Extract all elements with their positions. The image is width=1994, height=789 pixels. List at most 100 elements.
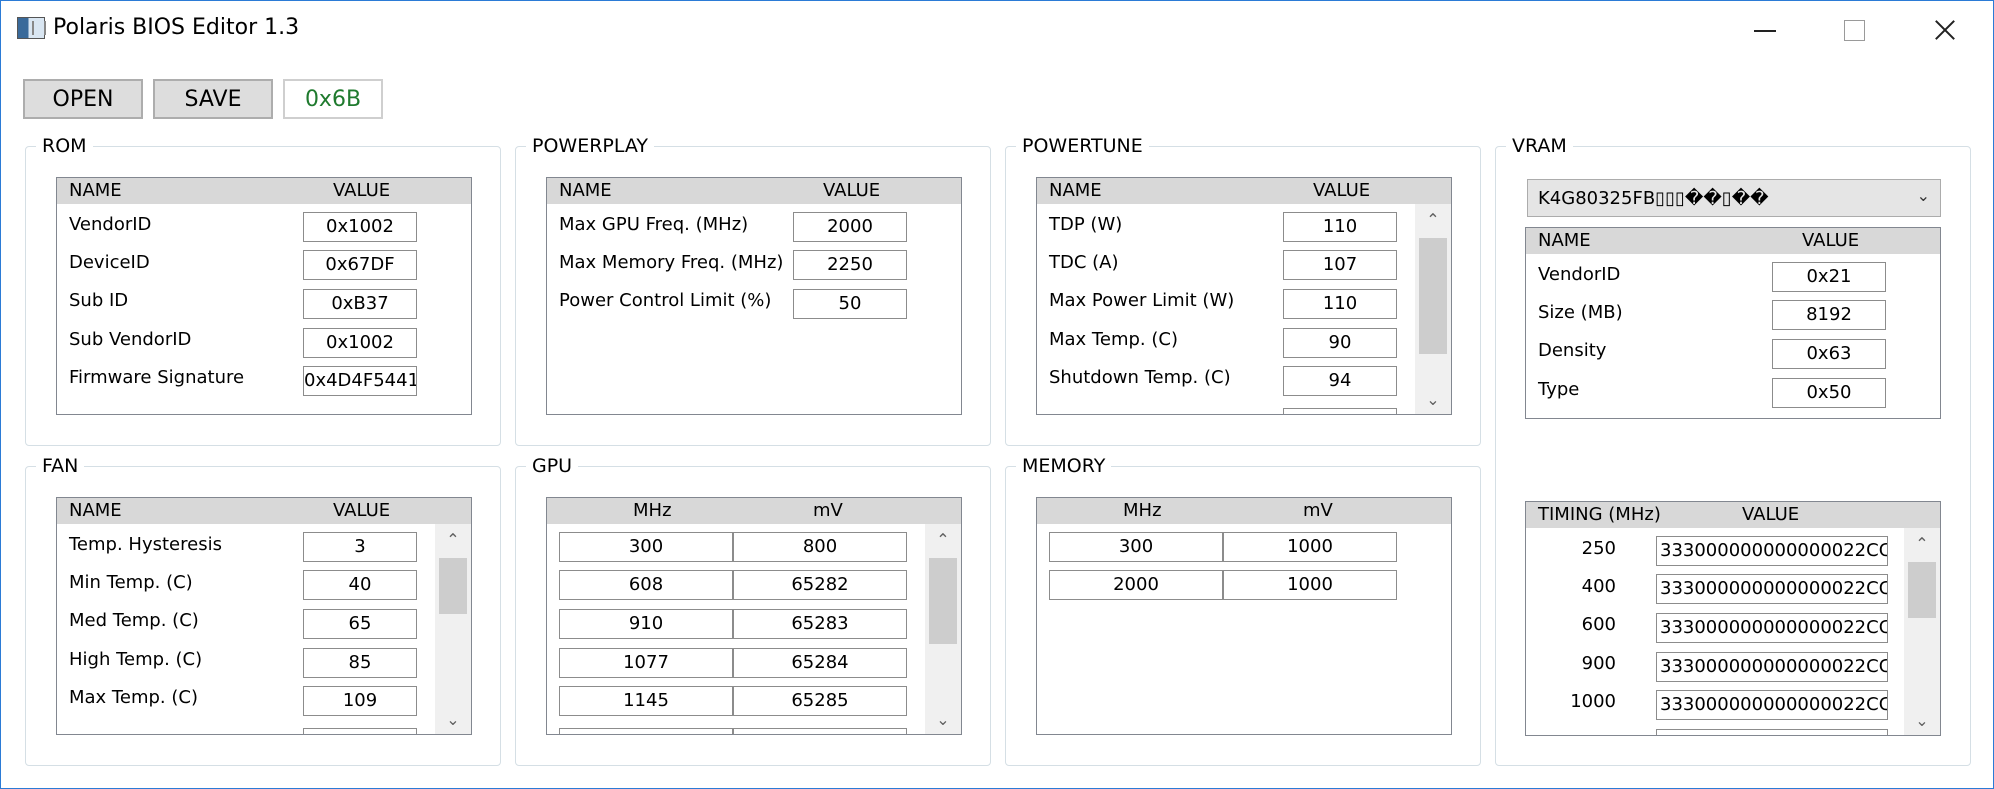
gpu-mhz-input[interactable]: 910 <box>559 609 733 639</box>
timing-strap-input[interactable]: 333000000000000022CC1 <box>1656 574 1888 604</box>
save-button[interactable]: SAVE <box>153 79 273 119</box>
maximize-button[interactable] <box>1807 1 1899 59</box>
powerplay-header-name: NAME <box>559 180 612 201</box>
timing-mhz: 1000 <box>1570 691 1616 712</box>
timing-row: 900 <box>1526 649 1616 679</box>
timing-strap-input[interactable]: 333000000000000022CC1 <box>1656 652 1888 682</box>
timing-strap-input[interactable]: 333000000000000022CC1 <box>1656 690 1888 720</box>
scrollbar-thumb[interactable] <box>1419 238 1447 354</box>
vram-selected-value: K4G80325FB▯▯▯��▯�� <box>1538 188 1769 209</box>
vram-grid: NAME VALUE VendorID 0x21 Size (MB) 8192 … <box>1525 227 1941 419</box>
gpu-header-mv: mV <box>813 500 843 521</box>
vram-header-value: VALUE <box>1802 230 1860 251</box>
tdc-input[interactable]: 107 <box>1283 250 1397 280</box>
gpu-mhz-input[interactable]: 1145 <box>559 686 733 716</box>
powerplay-grid: NAME VALUE Max GPU Freq. (MHz) 2000 Max … <box>546 177 962 415</box>
gpu-mhz-input[interactable]: 608 <box>559 570 733 600</box>
chevron-down-icon[interactable]: ⌄ <box>936 709 950 729</box>
scrollbar-thumb[interactable] <box>1908 562 1936 618</box>
rom-group-title: ROM <box>36 134 93 158</box>
memory-header-mv: mV <box>1303 500 1333 521</box>
vram-size-input[interactable]: 8192 <box>1772 300 1886 330</box>
rom-header-name: NAME <box>69 180 122 201</box>
rom-subvendorid-input[interactable]: 0x1002 <box>303 328 417 358</box>
chevron-down-icon[interactable]: ⌄ <box>446 709 460 729</box>
scrollbar-thumb[interactable] <box>439 558 467 614</box>
memory-mhz-input[interactable]: 2000 <box>1049 570 1223 600</box>
rom-firmware-input[interactable]: 0x4D4F5441 <box>303 366 417 396</box>
max-gpu-freq-input[interactable]: 2000 <box>793 212 907 242</box>
vram-grid-header: NAME VALUE <box>1526 228 1940 254</box>
fan-label: High Temp. (C) <box>69 649 203 670</box>
vram-group-title: VRAM <box>1506 134 1573 158</box>
chevron-up-icon[interactable]: ⌃ <box>1915 533 1929 553</box>
rom-deviceid-input[interactable]: 0x67DF <box>303 250 417 280</box>
rom-header-value: VALUE <box>333 180 391 201</box>
memory-group: MEMORY MHz mV 300 1000 2000 1000 <box>1005 454 1481 766</box>
rom-vendorid-input[interactable]: 0x1002 <box>303 212 417 242</box>
fan-grid-header: NAME VALUE <box>57 498 471 524</box>
high-temp-input[interactable]: 85 <box>303 648 417 678</box>
close-button[interactable] <box>1897 1 1989 59</box>
memory-mv-input[interactable]: 1000 <box>1223 570 1397 600</box>
min-temp-input[interactable]: 40 <box>303 570 417 600</box>
timing-mhz: 600 <box>1581 614 1616 635</box>
minimize-button[interactable] <box>1717 1 1809 59</box>
gpu-mv-input[interactable]: 800 <box>733 532 907 562</box>
med-temp-input[interactable]: 65 <box>303 609 417 639</box>
powerplay-group: POWERPLAY NAME VALUE Max GPU Freq. (MHz)… <box>515 134 991 446</box>
chevron-down-icon[interactable]: ⌄ <box>1426 389 1440 409</box>
vram-type-input[interactable]: 0x50 <box>1772 378 1886 408</box>
gpu-mv-input[interactable]: 65283 <box>733 609 907 639</box>
timing-mhz: 400 <box>1581 576 1616 597</box>
gpu-scrollbar[interactable]: ⌃ ⌄ <box>925 524 961 734</box>
fan-label: Temp. Hysteresis <box>69 534 222 555</box>
memory-mv-input[interactable]: 1000 <box>1223 532 1397 562</box>
tdp-input[interactable]: 110 <box>1283 212 1397 242</box>
vram-vendorid-input[interactable]: 0x21 <box>1772 262 1886 292</box>
shutdown-temp-input[interactable]: 94 <box>1283 366 1397 396</box>
fan-header-value: VALUE <box>333 500 391 521</box>
gpu-mv-input[interactable]: 65285 <box>733 686 907 716</box>
timing-strap-input[interactable]: 333000000000000022CC1 <box>1656 613 1888 643</box>
power-control-limit-input[interactable]: 50 <box>793 289 907 319</box>
fan-label: Min Temp. (C) <box>69 572 193 593</box>
vram-label: Type <box>1538 379 1580 400</box>
vram-label: Density <box>1538 340 1607 361</box>
gpu-mv-input[interactable]: 65284 <box>733 648 907 678</box>
gpu-mhz-input[interactable]: 300 <box>559 532 733 562</box>
scrollbar-thumb[interactable] <box>929 558 957 644</box>
rom-grid-header: NAME VALUE <box>57 178 471 204</box>
max-temp-input[interactable]: 90 <box>1283 328 1397 358</box>
vram-group: VRAM <box>1495 134 1971 766</box>
gpu-mhz-input[interactable]: 1077 <box>559 648 733 678</box>
timing-scrollbar[interactable]: ⌃ ⌄ <box>1904 528 1940 735</box>
memory-header-mhz: MHz <box>1123 500 1162 521</box>
fan-scrollbar[interactable]: ⌃ ⌄ <box>435 524 471 734</box>
chevron-down-icon: ⌄ <box>1916 186 1930 205</box>
powertune-grid: NAME VALUE TDP (W) 110 TDC (A) 107 Max P… <box>1036 177 1452 415</box>
timing-strap-input[interactable]: 333000000000000022CC1 <box>1656 536 1888 566</box>
gpu-mv-input[interactable]: 65282 <box>733 570 907 600</box>
powertune-scrollbar[interactable]: ⌃ ⌄ <box>1415 204 1451 414</box>
rom-subid-input[interactable]: 0xB37 <box>303 289 417 319</box>
max-memory-freq-input[interactable]: 2250 <box>793 250 907 280</box>
vram-density-input[interactable]: 0x63 <box>1772 339 1886 369</box>
timing-row: 600 <box>1526 610 1616 640</box>
open-button[interactable]: OPEN <box>23 79 143 119</box>
chevron-down-icon[interactable]: ⌄ <box>1915 710 1929 730</box>
gpu-grid-header: MHz mV <box>547 498 961 524</box>
powertune-label: Max Temp. (C) <box>1049 329 1178 350</box>
fan-grid: NAME VALUE Temp. Hysteresis 3 Min Temp. … <box>56 497 472 735</box>
fan-max-temp-input[interactable]: 109 <box>303 686 417 716</box>
temp-hysteresis-input[interactable]: 3 <box>303 532 417 562</box>
vram-select[interactable]: K4G80325FB▯▯▯��▯�� ⌄ <box>1527 179 1941 217</box>
timing-header-mhz: TIMING (MHz) <box>1538 504 1661 525</box>
chevron-up-icon[interactable]: ⌃ <box>1426 209 1440 229</box>
rom-group: ROM NAME VALUE VendorID 0x1002 DeviceID … <box>25 134 501 446</box>
max-power-limit-input[interactable]: 110 <box>1283 289 1397 319</box>
chevron-up-icon[interactable]: ⌃ <box>446 529 460 549</box>
gpu-grid: MHz mV 300 800 608 65282 910 65283 1077 … <box>546 497 962 735</box>
chevron-up-icon[interactable]: ⌃ <box>936 529 950 549</box>
memory-mhz-input[interactable]: 300 <box>1049 532 1223 562</box>
